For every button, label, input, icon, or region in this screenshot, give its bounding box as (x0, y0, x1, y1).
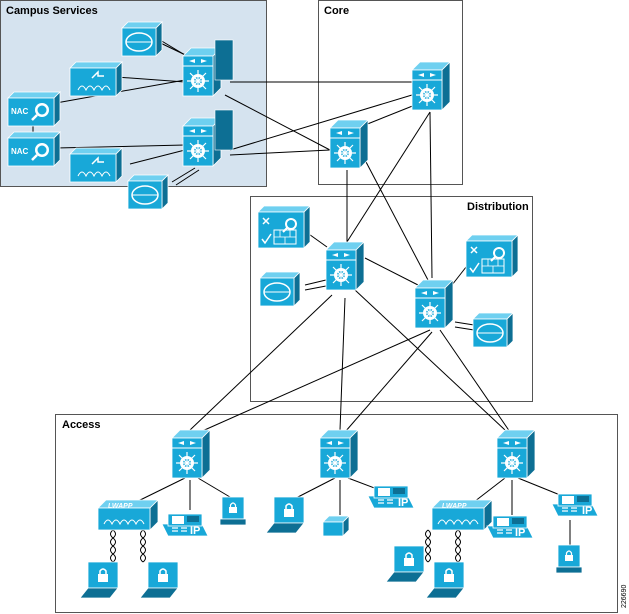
links (32, 37, 571, 545)
ip-label: IP (515, 527, 525, 539)
laptop-lock-icon (139, 561, 179, 599)
distribution-zone (250, 196, 533, 402)
firewall-icon (259, 271, 301, 307)
ip-label: IP (398, 497, 408, 509)
ip-phone-4: IP (551, 493, 599, 517)
switch-stack-icon (214, 39, 234, 81)
zone-label-distribution: Distribution (467, 201, 529, 213)
core-switch-icon (329, 119, 369, 169)
nac-label: NAC (11, 147, 29, 156)
wireless-link-icon (140, 529, 146, 563)
nac-label: NAC (11, 107, 29, 116)
figure-id: 226690 (621, 585, 628, 608)
ip-label: IP (190, 525, 200, 537)
lwapp-label: LWAPP (108, 503, 133, 510)
ids-sensor-icon (69, 147, 123, 183)
firewall-icon (127, 174, 169, 210)
laptop-lock-icon (79, 561, 119, 599)
firewall-icon (472, 312, 514, 348)
pc-lock-icon (219, 496, 247, 526)
security-manager-icon (465, 234, 519, 278)
printer-icon (322, 515, 350, 537)
lwapp-label: LWAPP (442, 503, 467, 510)
pc-lock-icon (555, 544, 583, 574)
ip-phone-2: IP (367, 485, 415, 509)
wireless-ap-2: LWAPP (431, 499, 493, 531)
ip-phone-1: IP (161, 513, 209, 537)
access-switch-icon (319, 429, 359, 479)
nac-appliance-1: NAC (6, 90, 62, 128)
security-manager-icon (257, 205, 311, 249)
wireless-ap-1: LWAPP (97, 499, 159, 531)
core-switch-icon (411, 61, 451, 111)
zone-label-access: Access (62, 419, 101, 431)
laptop-lock-icon (385, 545, 425, 583)
wireless-link-icon (110, 529, 116, 563)
access-switch-icon (496, 429, 536, 479)
ip-label: IP (582, 505, 592, 517)
ip-phone-3: IP (486, 515, 534, 539)
core-zone (318, 0, 463, 185)
switch-stack-icon (214, 109, 234, 151)
access-zone (55, 414, 618, 613)
access-switch-icon (171, 429, 211, 479)
wireless-link-icon (425, 529, 431, 563)
wireless-link-icon (455, 529, 461, 563)
distribution-switch-icon (414, 279, 454, 329)
zone-label-core: Core (324, 5, 349, 17)
firewall-icon (121, 21, 163, 57)
laptop-lock-icon (425, 561, 465, 599)
laptop-lock-icon (265, 496, 305, 534)
ids-sensor-icon (69, 61, 123, 97)
nac-appliance-2: NAC (6, 130, 62, 168)
distribution-switch-icon (325, 241, 365, 291)
zone-label-campus-services: Campus Services (6, 5, 98, 17)
